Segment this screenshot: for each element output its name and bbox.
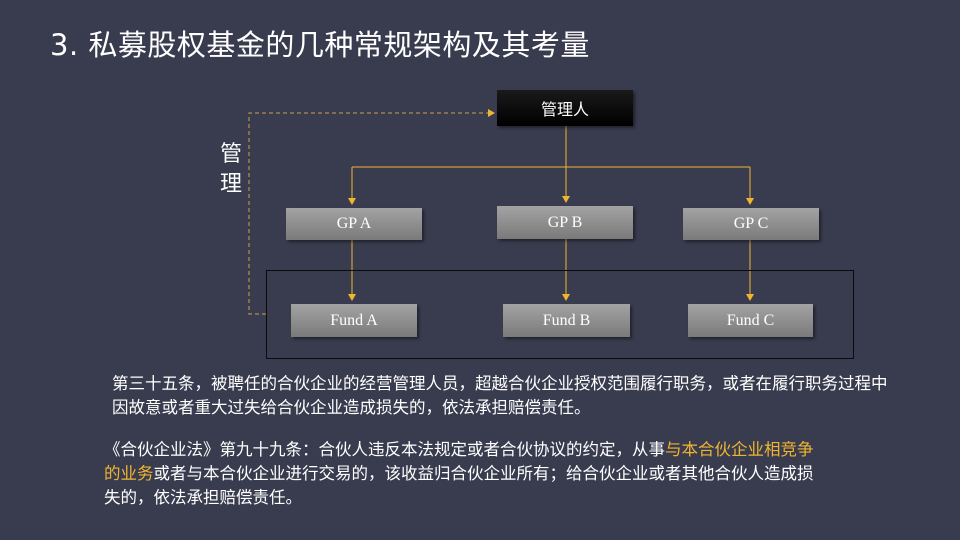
note-article-35: 第三十五条，被聘任的合伙企业的经营管理人员，超越合伙企业授权范围履行职务，或者在… [112, 374, 888, 417]
management-side-label: 管 理 [218, 140, 244, 200]
gp-c-node: GP C [683, 208, 819, 240]
manager-node: 管理人 [497, 90, 633, 126]
note-article-99-after: 或者与本合伙企业进行交易的，该收益归合伙企业所有；给合伙企业或者其他合伙人造成损… [104, 464, 814, 507]
side-label-char-1: 管 [219, 142, 242, 167]
note-article-99-highlight: 与本合伙企业相竞争的业务 [104, 440, 814, 483]
note-article-99: 《合伙企业法》第九十九条：合伙人违反本法规定或者合伙协议的约定，从事与本合伙企业… [104, 438, 824, 510]
fund-a-node: Fund A [291, 304, 417, 337]
fund-group-frame [266, 270, 854, 359]
fund-c-node: Fund C [688, 304, 813, 337]
gp-a-node: GP A [286, 208, 422, 240]
dashed-management-line [248, 109, 495, 315]
gp-b-node: GP B [497, 206, 633, 239]
note-article-99-before: 《合伙企业法》第九十九条：合伙人违反本法规定或者合伙协议的约定，从事 [104, 440, 665, 459]
fund-b-node: Fund B [503, 304, 630, 337]
page-title: 3. 私募股权基金的几种常规架构及其考量 [50, 28, 590, 62]
side-label-char-2: 理 [219, 172, 242, 197]
